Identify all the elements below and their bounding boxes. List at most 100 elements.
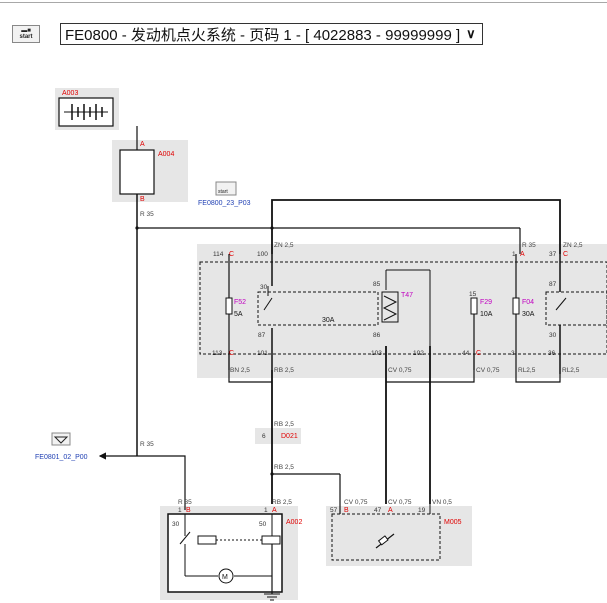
svg-text:47: 47 xyxy=(374,507,382,514)
svg-text:B: B xyxy=(344,507,349,514)
svg-text:113: 113 xyxy=(212,350,223,357)
plug-icon: ▬■ xyxy=(21,28,31,34)
svg-text:C: C xyxy=(229,350,234,357)
svg-text:C: C xyxy=(476,350,481,357)
connector-d021-box xyxy=(255,428,301,444)
svg-text:BN 2,5: BN 2,5 xyxy=(230,367,250,374)
relay-1[interactable] xyxy=(257,291,379,326)
svg-text:85: 85 xyxy=(373,281,381,288)
a004-pin-a: A xyxy=(140,141,145,148)
svg-text:1: 1 xyxy=(512,251,516,258)
svg-text:B: B xyxy=(186,507,191,514)
svg-text:C: C xyxy=(229,251,234,258)
connector-label: D021 xyxy=(281,433,298,440)
svg-text:10A: 10A xyxy=(480,311,493,318)
svg-text:RB 2,5: RB 2,5 xyxy=(274,367,294,374)
svg-text:86: 86 xyxy=(373,332,381,339)
svg-text:3: 3 xyxy=(511,350,515,357)
wire-r35-a: R 35 xyxy=(140,211,154,218)
top-divider xyxy=(0,2,607,3)
svg-text:44: 44 xyxy=(462,350,470,357)
svg-text:36: 36 xyxy=(548,350,556,357)
svg-text:A: A xyxy=(272,507,277,514)
svg-text:6: 6 xyxy=(262,433,266,440)
svg-text:VN 0,5: VN 0,5 xyxy=(432,499,452,506)
svg-text:1: 1 xyxy=(264,507,268,514)
fuse-f52[interactable] xyxy=(225,297,233,315)
wire-zn25-b: ZN 2,5 xyxy=(563,242,583,249)
svg-text:15: 15 xyxy=(469,291,477,298)
svg-text:CV 0,75: CV 0,75 xyxy=(476,367,500,374)
svg-text:R 35: R 35 xyxy=(140,441,154,448)
svg-text:1: 1 xyxy=(178,507,182,514)
svg-text:A: A xyxy=(388,507,393,514)
svg-text:50: 50 xyxy=(259,521,267,528)
start-icon-button[interactable]: ▬■ start xyxy=(12,25,40,43)
svg-text:19: 19 xyxy=(418,507,426,514)
battery-symbol[interactable] xyxy=(58,97,114,127)
a004-pin-b: B xyxy=(140,196,145,203)
relay-2[interactable] xyxy=(545,291,607,326)
svg-text:CV 0,75: CV 0,75 xyxy=(388,367,412,374)
svg-text:RB 2,5: RB 2,5 xyxy=(274,464,294,471)
wire-r35-b: R 35 xyxy=(522,242,536,249)
svg-text:F04: F04 xyxy=(522,299,534,306)
ground-link-ref[interactable]: FE0801_02_P00 xyxy=(35,454,88,461)
header-bar: ▬■ start FE0800 - 发动机点火系统 - 页码 1 - [ 402… xyxy=(12,22,483,46)
svg-text:start: start xyxy=(218,189,228,195)
fuse-box-label: T47 xyxy=(401,292,413,299)
fuse-f29[interactable] xyxy=(470,297,478,315)
svg-text:CV 0,75: CV 0,75 xyxy=(344,499,368,506)
svg-text:101: 101 xyxy=(257,350,268,357)
svg-text:RL2,5: RL2,5 xyxy=(562,367,580,374)
svg-text:30A: 30A xyxy=(322,317,335,324)
ecu-box xyxy=(326,506,472,566)
main-switch-symbol[interactable] xyxy=(119,149,155,195)
svg-text:R 35: R 35 xyxy=(178,499,192,506)
svg-text:RB 2,5: RB 2,5 xyxy=(274,421,294,428)
page-title: FE0800 - 发动机点火系统 - 页码 1 - [ 4022883 - 99… xyxy=(65,26,461,44)
fuse-box-outline xyxy=(199,261,607,355)
svg-text:A: A xyxy=(520,251,525,258)
start-icon-label: start xyxy=(19,34,33,40)
svg-text:30: 30 xyxy=(549,332,557,339)
wire-zn25-a: ZN 2,5 xyxy=(274,242,294,249)
svg-text:5A: 5A xyxy=(234,311,243,318)
svg-text:102: 102 xyxy=(413,350,424,357)
svg-text:30A: 30A xyxy=(522,311,535,318)
ecu-label: M005 xyxy=(444,519,462,526)
start-link-icon[interactable]: start xyxy=(215,181,237,196)
ecu-symbol[interactable] xyxy=(331,513,441,561)
svg-text:37: 37 xyxy=(549,251,557,258)
motor-icon xyxy=(218,568,234,584)
main-switch-label: A004 xyxy=(158,151,174,158)
fuse-relay-box xyxy=(197,244,607,378)
chevron-down-icon: ∨ xyxy=(466,26,476,41)
svg-text:RB 2,5: RB 2,5 xyxy=(272,499,292,506)
svg-text:87: 87 xyxy=(549,281,557,288)
svg-text:103: 103 xyxy=(371,350,382,357)
page-select-dropdown[interactable]: FE0800 - 发动机点火系统 - 页码 1 - [ 4022883 - 99… xyxy=(60,23,483,45)
injector-icon xyxy=(375,533,395,549)
svg-text:F29: F29 xyxy=(480,299,492,306)
svg-text:M: M xyxy=(222,574,228,581)
svg-text:114: 114 xyxy=(213,251,224,258)
relay-coil xyxy=(381,291,399,323)
svg-text:F52: F52 xyxy=(234,299,246,306)
svg-text:87: 87 xyxy=(258,332,266,339)
svg-text:30: 30 xyxy=(260,284,268,291)
ground-icon xyxy=(264,593,280,601)
svg-text:CV 0,75: CV 0,75 xyxy=(388,499,412,506)
starter-label: A002 xyxy=(286,519,302,526)
svg-text:C: C xyxy=(563,251,568,258)
svg-text:57: 57 xyxy=(330,507,338,514)
svg-text:30: 30 xyxy=(172,521,180,528)
start-link-ref[interactable]: FE0800_23_P03 xyxy=(198,200,251,207)
ground-link-icon[interactable] xyxy=(51,432,71,446)
fuse-f04[interactable] xyxy=(512,297,520,315)
svg-text:RL2,5: RL2,5 xyxy=(518,367,536,374)
battery-label: A003 xyxy=(62,90,78,97)
wire-zn25-loop xyxy=(271,199,561,254)
svg-text:100: 100 xyxy=(257,251,268,258)
